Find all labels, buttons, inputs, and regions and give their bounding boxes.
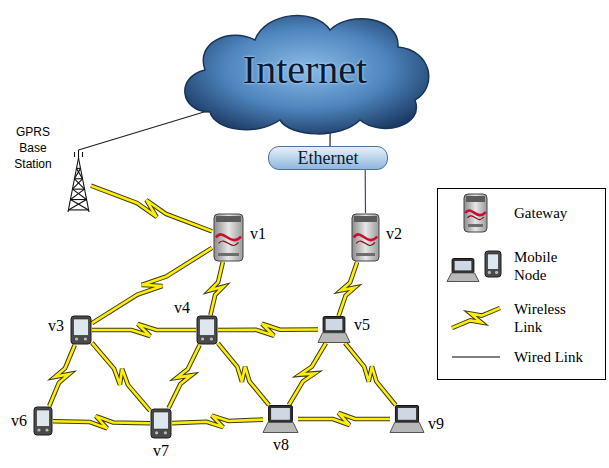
node-label: v6: [11, 412, 27, 430]
laptop-outline: [318, 316, 350, 343]
bar-node: Ethernet: [268, 146, 388, 170]
wireless-link: [53, 416, 150, 428]
bus-label: Ethernet: [298, 147, 359, 169]
gateway-node: v1: [212, 213, 245, 262]
pda-node: v3: [70, 315, 92, 345]
wireless-link: [49, 345, 74, 406]
cloud-label: Internet: [243, 46, 367, 93]
legend-mobile-sample: [447, 251, 501, 282]
tower-node: GPRS Base Station: [66, 150, 91, 212]
gateway-icon: [214, 214, 243, 261]
gateway-icon: [352, 214, 379, 261]
pda-outline: [150, 408, 172, 439]
laptop-icon: [318, 317, 350, 343]
pda-icon: [34, 407, 52, 435]
pda-node: v7: [150, 408, 172, 439]
wireless-link: [172, 416, 263, 428]
node-label: v9: [428, 415, 444, 433]
laptop-node: v5: [318, 316, 350, 343]
pda-outline: [33, 406, 53, 436]
wireless-link: [289, 343, 326, 405]
pda-outline: [70, 315, 92, 345]
laptop-outline: [390, 405, 424, 433]
wireless-link: [92, 324, 196, 336]
node-label: v7: [153, 442, 169, 460]
pda-outline: [196, 315, 218, 345]
pda-icon: [71, 316, 91, 344]
wireless-link: [169, 345, 200, 408]
pda-icon: [485, 251, 501, 277]
pda-icon: [197, 316, 217, 344]
gateway-icon: [464, 194, 487, 232]
wireless-link: [91, 186, 212, 232]
legend-label: Wired Link: [514, 348, 598, 366]
laptop-node: v8: [263, 405, 298, 433]
pda-node: v4: [196, 315, 218, 345]
laptop-node: v9: [390, 405, 424, 433]
legend-icons: [447, 194, 501, 357]
node-label: v2: [386, 225, 402, 243]
station-label: GPRS Base Station: [4, 124, 62, 173]
tower-symbol: [68, 150, 89, 212]
gateway-outline: [350, 213, 381, 262]
legend-label: Wireless Link: [514, 300, 576, 336]
legend-gateway-sample: [464, 194, 487, 232]
wireless-link: [345, 343, 396, 405]
legend-frame: [438, 189, 606, 380]
wireless-link: [298, 413, 390, 425]
gateway-outline: [212, 213, 245, 262]
node-label: v3: [48, 317, 64, 335]
wireless-link: [218, 343, 269, 405]
laptop-icon: [447, 259, 479, 282]
node-label: v8: [273, 436, 289, 454]
node-label: v4: [174, 299, 190, 317]
node-label: v5: [354, 316, 370, 334]
wireless-link: [92, 248, 212, 323]
wireless-link: [210, 262, 223, 315]
cloud-shape: [185, 15, 429, 133]
tower-outline: [66, 150, 91, 212]
legend-wire-sample: [452, 357, 500, 358]
legend-label: Gateway: [514, 204, 594, 222]
pda-icon: [151, 409, 171, 438]
cloud-node: Internet: [170, 2, 440, 137]
wired-link: [365, 170, 366, 213]
gateway-node: v2: [350, 213, 381, 262]
wireless-link: [339, 262, 357, 316]
pda-node: v6: [33, 406, 53, 436]
wireless-link: [218, 324, 318, 336]
wired-link: [79, 110, 211, 150]
node-label: v1: [250, 225, 266, 243]
wireless-link: [92, 343, 150, 411]
legend-label: Mobile Node: [514, 248, 574, 284]
legend-bolt-sample: [452, 308, 500, 328]
laptop-icon: [263, 406, 298, 433]
laptop-icon: [390, 406, 424, 433]
laptop-outline: [263, 405, 298, 433]
